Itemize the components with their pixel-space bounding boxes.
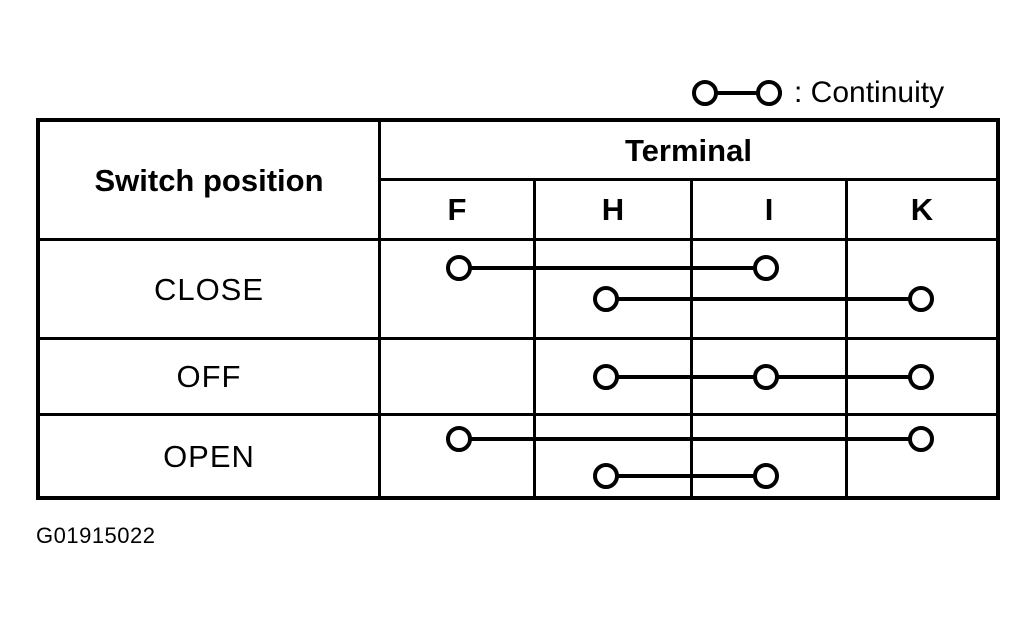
- legend-label: : Continuity: [794, 76, 945, 109]
- open-node-i: [753, 463, 779, 489]
- figure-caption: G01915022: [36, 523, 156, 548]
- header-switch-position: Switch position: [94, 162, 324, 198]
- header-terminal-k: K: [910, 192, 934, 227]
- close-node-h: [593, 286, 619, 312]
- legend-node-left: [692, 80, 718, 106]
- open-node-k: [908, 426, 934, 452]
- close-node-k: [908, 286, 934, 312]
- open-h-i-wire: [606, 474, 760, 478]
- divider-terminal-columns: [378, 178, 996, 181]
- legend: : Continuity: [676, 70, 1006, 116]
- continuity-symbol: [676, 71, 788, 115]
- switch-continuity-table: Switch position Terminal F H I K CLOSE O…: [36, 118, 1000, 500]
- close-node-i: [753, 255, 779, 281]
- off-node-h: [593, 364, 619, 390]
- legend-wire: [716, 91, 782, 95]
- divider-header-close: [40, 238, 996, 241]
- divider-off-open: [40, 413, 996, 416]
- close-h-k-wire: [606, 297, 914, 301]
- open-f-k-wire: [459, 437, 914, 441]
- close-node-f: [446, 255, 472, 281]
- off-node-i: [753, 364, 779, 390]
- header-terminal-f: F: [447, 192, 467, 227]
- off-node-k: [908, 364, 934, 390]
- divider-close-off: [40, 337, 996, 340]
- row-label-open: OPEN: [163, 438, 255, 474]
- row-label-close: CLOSE: [153, 271, 265, 307]
- close-f-i-wire: [459, 266, 767, 270]
- header-terminal: Terminal: [625, 132, 752, 168]
- open-node-h: [593, 463, 619, 489]
- header-terminal-i: I: [764, 192, 774, 227]
- legend-node-right: [756, 80, 782, 106]
- row-label-off: OFF: [176, 359, 242, 394]
- header-terminal-h: H: [601, 192, 625, 227]
- open-node-f: [446, 426, 472, 452]
- divider-switchposition-terminal: [378, 122, 381, 496]
